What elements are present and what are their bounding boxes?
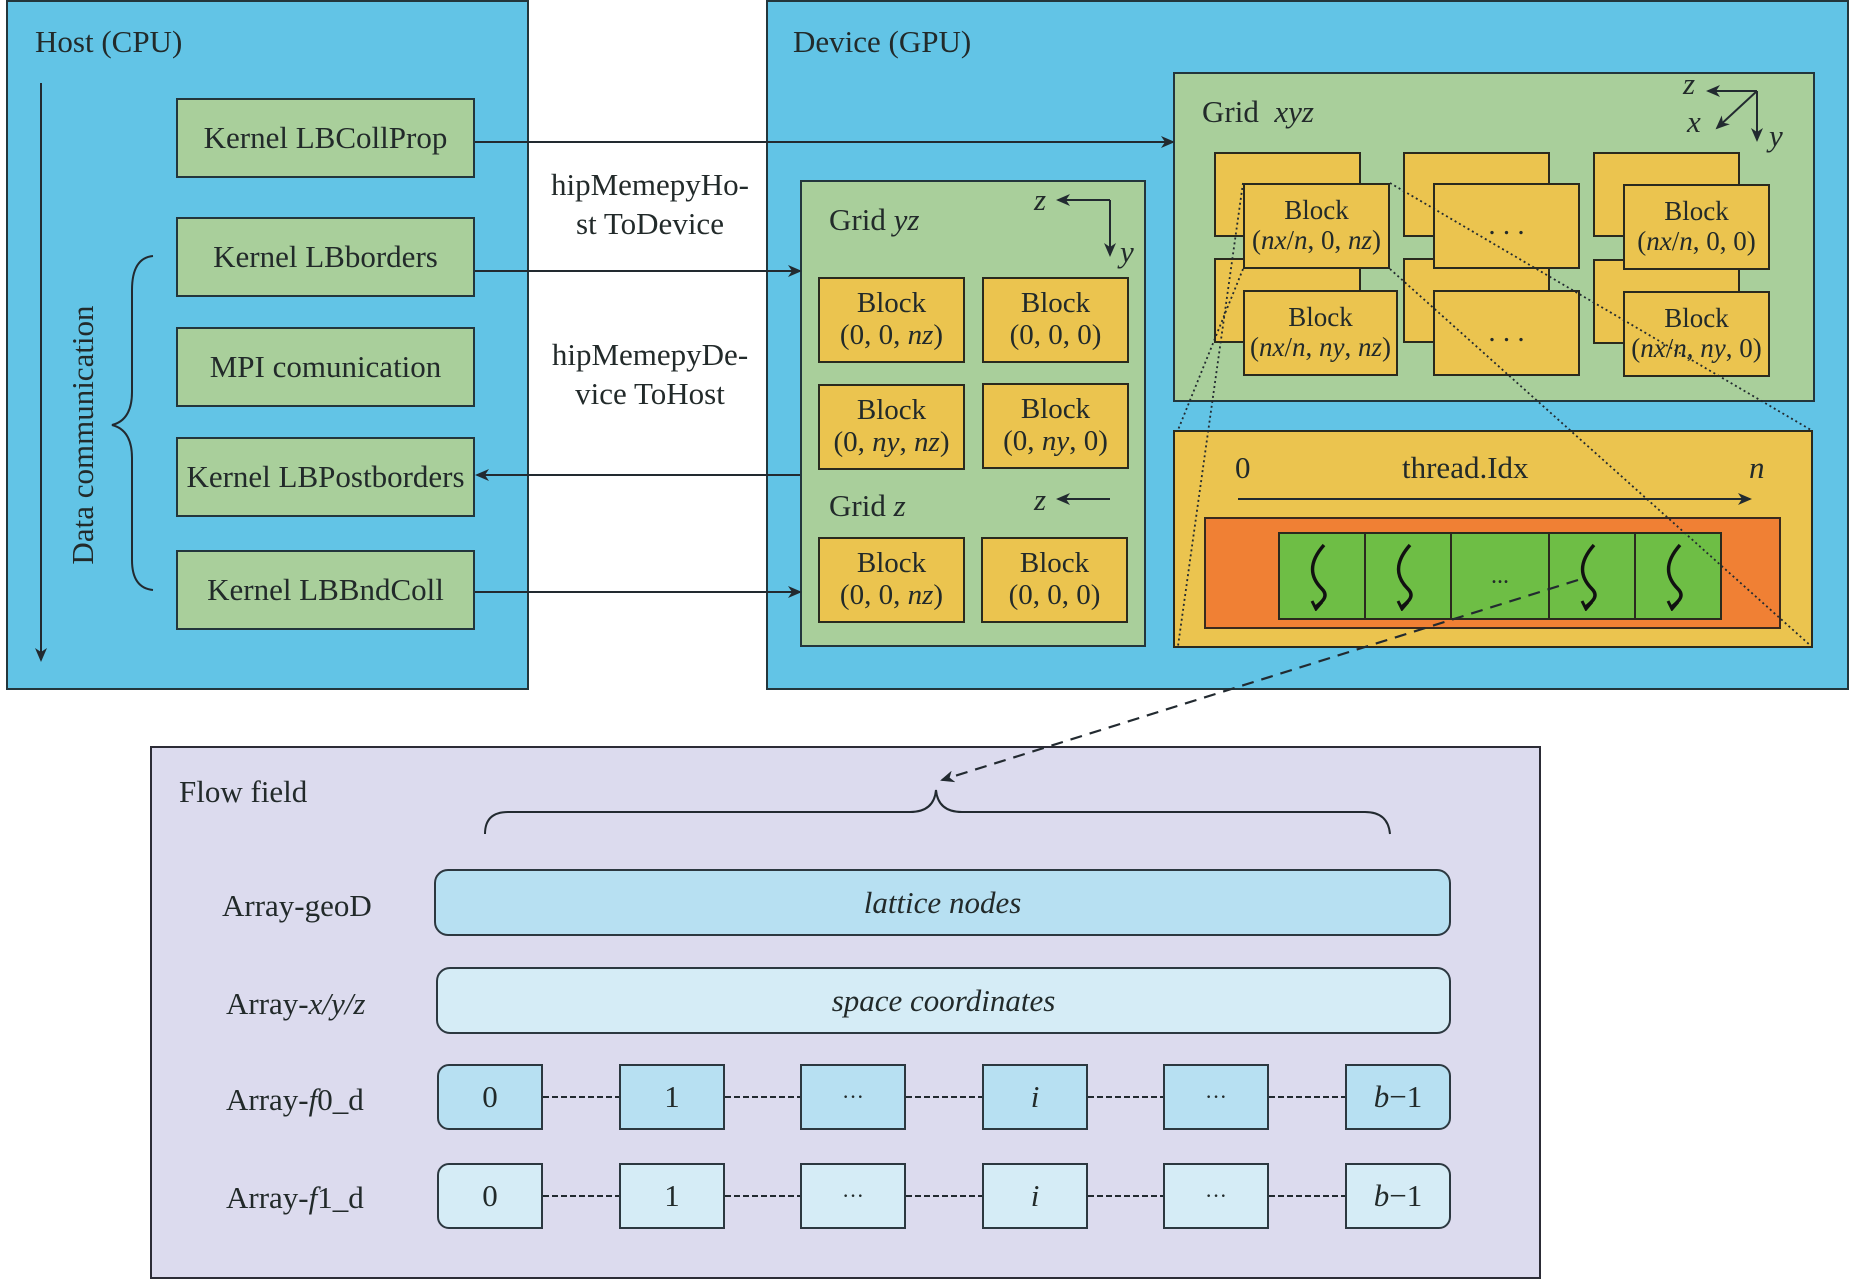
array-cell[interactable]: ··· [1163, 1163, 1269, 1229]
thread-squiggle-icon [1310, 543, 1327, 611]
array-cell[interactable]: ··· [800, 1163, 906, 1229]
array-cell-value: ··· [842, 1183, 864, 1208]
grid-xyz-block[interactable]: Block (nx/n, 0, 0) [1623, 184, 1770, 270]
array-cell-value: b−1 [1373, 1178, 1423, 1213]
d2h-label: hipMemepyDe- vice ToHost [530, 336, 770, 414]
grid-yz-block[interactable]: Block (0, ny, 0) [982, 383, 1129, 469]
block-coord: (nx/n, ny, 0) [1631, 333, 1762, 363]
thread-squiggle-icon [1666, 543, 1683, 611]
host-title: Host (CPU) [35, 24, 183, 59]
d2h-label-line2: vice ToHost [575, 375, 725, 411]
block-coord: (0, 0, nz) [839, 319, 944, 351]
grid-yz-axis-z: z [1034, 182, 1047, 217]
kernel-lbbndcoll-label: Kernel LBBndColl [207, 572, 444, 607]
grid-xyz-block[interactable]: Block (nx/n, ny, 0) [1623, 291, 1770, 377]
grid-xyz-block[interactable]: Block (nx/n, ny, nz) [1243, 290, 1398, 376]
thread-idx-title: thread.Idx [1402, 450, 1529, 485]
grid-xyz-block-ellipsis[interactable]: . . . [1433, 290, 1580, 376]
thread-cell[interactable] [1636, 532, 1722, 620]
array-cell[interactable]: b−1 [1345, 1064, 1451, 1130]
grid-z-axis-z: z [1034, 482, 1047, 517]
kernel-lbpostborders-label: Kernel LBPostborders [186, 459, 465, 494]
kernel-lbborders[interactable]: Kernel LBborders [176, 217, 475, 297]
kernel-lbbndcoll[interactable]: Kernel LBBndColl [176, 550, 475, 630]
block-coord: (nx/n, 0, nz) [1251, 225, 1381, 255]
array-cell-value: 1 [664, 1079, 680, 1114]
array-cell-value: i [1030, 1079, 1040, 1114]
array-cell[interactable]: b−1 [1345, 1163, 1451, 1229]
array-cell[interactable]: 0 [437, 1064, 543, 1130]
h2d-label: hipMemepyHo- st ToDevice [530, 166, 770, 244]
grid-yz-title: Grid yz [829, 202, 920, 237]
array-cell-value: ··· [1205, 1084, 1227, 1109]
grid-xyz-axis-x: x [1687, 104, 1701, 139]
block-coord: (nx/n, ny, nz) [1250, 332, 1391, 362]
mpi-communication[interactable]: MPI comunication [176, 327, 475, 407]
array-cell[interactable]: 1 [619, 1064, 725, 1130]
block-coord: (0, 0, nz) [839, 579, 944, 611]
kernel-lbcollprop-label: Kernel LBCollProp [203, 120, 448, 155]
grid-z-block[interactable]: Block (0, 0, nz) [818, 537, 965, 623]
block-coord: (0, ny, nz) [833, 426, 950, 458]
grid-yz-block[interactable]: Block (0, 0, 0) [982, 277, 1129, 363]
block-coord: (0, 0, 0) [1009, 319, 1102, 351]
array-cell-value: b−1 [1373, 1079, 1423, 1114]
array-cell[interactable]: ··· [800, 1064, 906, 1130]
grid-z-block[interactable]: Block (0, 0, 0) [981, 537, 1128, 623]
array-cell-value: i [1030, 1178, 1040, 1213]
device-title: Device (GPU) [793, 24, 972, 59]
data-communication-label: Data communication [65, 305, 100, 565]
mpi-communication-label: MPI comunication [209, 349, 442, 384]
block-coord: (0, 0, 0) [1008, 579, 1101, 611]
grid-xyz-axis-z: z [1683, 66, 1696, 101]
grid-yz-block[interactable]: Block (0, 0, nz) [818, 277, 965, 363]
thread-squiggle-icon [1396, 543, 1413, 611]
grid-xyz-axis-y: y [1769, 118, 1783, 153]
grid-yz-block[interactable]: Block (0, ny, nz) [818, 384, 965, 470]
array-xyz-label: Array-x/y/z [226, 986, 366, 1021]
grid-z-title: Grid z [829, 488, 906, 523]
grid-xyz-block[interactable]: Block (nx/n, 0, nz) [1243, 183, 1390, 269]
array-cell-value: 0 [482, 1178, 498, 1213]
array-cell-value: 1 [664, 1178, 680, 1213]
array-f1-label: Array-f1_d [226, 1180, 364, 1215]
kernel-lbcollprop[interactable]: Kernel LBCollProp [176, 98, 475, 178]
array-xyz-bar[interactable]: space coordinates [436, 967, 1451, 1034]
kernel-lbpostborders[interactable]: Kernel LBPostborders [176, 437, 475, 517]
d2h-label-line1: hipMemepyDe- [551, 337, 749, 372]
array-cell-value: 0 [482, 1079, 498, 1114]
array-cell[interactable]: 1 [619, 1163, 725, 1229]
thread-idx-end: n [1749, 450, 1765, 485]
thread-cell[interactable] [1550, 532, 1636, 620]
thread-cell[interactable] [1278, 532, 1366, 620]
thread-cells: ... [1278, 532, 1722, 620]
grid-xyz-block-ellipsis[interactable]: . . . [1433, 183, 1580, 269]
thread-cell[interactable] [1366, 532, 1452, 620]
grid-yz-axis-y: y [1120, 234, 1134, 269]
thread-idx-start: 0 [1235, 450, 1251, 485]
array-cell[interactable]: i [982, 1064, 1088, 1130]
thread-cell-ellipsis[interactable]: ... [1452, 532, 1550, 620]
array-geod-label: Array-geoD [222, 888, 372, 923]
flow-field-title: Flow field [179, 774, 308, 809]
array-f0-label: Array-f0_d [226, 1082, 364, 1117]
thread-squiggle-icon [1580, 543, 1597, 611]
kernel-lbborders-label: Kernel LBborders [213, 239, 438, 274]
array-cell-value: ··· [842, 1084, 864, 1109]
block-coord: (0, ny, 0) [1003, 425, 1108, 457]
h2d-label-line1: hipMemepyHo- [550, 167, 750, 202]
block-coord: (nx/n, 0, 0) [1637, 226, 1756, 256]
array-geod-bar[interactable]: lattice nodes [434, 869, 1451, 936]
h2d-label-line2: st ToDevice [576, 205, 724, 241]
array-cell[interactable]: i [982, 1163, 1088, 1229]
array-cell[interactable]: 0 [437, 1163, 543, 1229]
array-cell[interactable]: ··· [1163, 1064, 1269, 1130]
array-cell-value: ··· [1205, 1183, 1227, 1208]
grid-xyz-title: Grid xyz [1202, 94, 1314, 129]
